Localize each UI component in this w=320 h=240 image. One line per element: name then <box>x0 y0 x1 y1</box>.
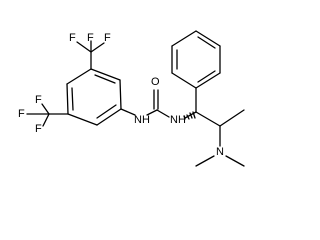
cf3-top-f-right-bond <box>90 42 105 53</box>
ring-bond-right-lower <box>96 108 122 126</box>
fluorine-left-3-label: F <box>35 123 42 135</box>
stereo-hash-3 <box>189 112 193 119</box>
ring-bond-top <box>90 68 121 81</box>
right-nh-h-label: H <box>178 114 186 126</box>
stereo-hash-4 <box>192 111 196 119</box>
fluorine-left-1-label: F <box>35 94 42 106</box>
fluorine-top-3-label: F <box>104 32 111 44</box>
stereocenter-to-methine-bond <box>195 111 221 127</box>
ring-bond-left <box>66 83 69 115</box>
left-nh-n-label: N <box>134 114 142 126</box>
left-nh-to-carbonyl-bond <box>146 109 158 116</box>
stereo-hash-2 <box>186 114 190 120</box>
fluorine-top-1-label: F <box>69 32 76 44</box>
left-nh-h-label: H <box>142 114 150 126</box>
phenyl-bond-6 <box>195 72 221 89</box>
ring-double-bond-2 <box>96 104 117 119</box>
ring-bond-bottom <box>67 113 98 126</box>
ring-to-left-nh-bond <box>120 108 136 116</box>
phenyl-double-bond-3 <box>197 70 216 83</box>
methine-to-methyl-bond <box>219 109 245 127</box>
fluorine-top-2-label: F <box>87 32 94 44</box>
right-nh-n-label: N <box>170 114 178 126</box>
cf3-top-f-left-bond <box>76 41 92 53</box>
phenyl-bond-1 <box>171 72 197 89</box>
stereo-hash-1 <box>183 115 186 120</box>
ring-double-bond-1 <box>94 74 116 84</box>
carbonyl-to-right-nh-bond <box>156 109 170 118</box>
ring-double-bond-3 <box>71 87 74 111</box>
bond-layer <box>26 30 245 167</box>
dimethylamino-n-label: N <box>216 146 224 158</box>
carbonyl-oxygen-label: O <box>151 76 160 88</box>
n-to-methyl-left-bond <box>195 155 215 167</box>
n-to-methyl-right-bond <box>225 155 245 167</box>
cf3-left-f-up-bond <box>41 103 50 115</box>
atom-label-layer: F F F F F F O N H N H N <box>18 32 224 158</box>
phenyl-bond-3 <box>171 30 197 47</box>
phenyl-double-bond-2 <box>197 36 216 49</box>
fluorine-left-2-label: F <box>18 108 25 120</box>
phenyl-bond-4 <box>195 30 221 47</box>
cf3-left-f-down-bond <box>42 113 50 127</box>
ring-bond-upper-left <box>66 68 92 85</box>
ring-bond-right-upper <box>119 79 122 110</box>
molecule-structure: F F F F F F O N H N H N <box>18 30 245 167</box>
